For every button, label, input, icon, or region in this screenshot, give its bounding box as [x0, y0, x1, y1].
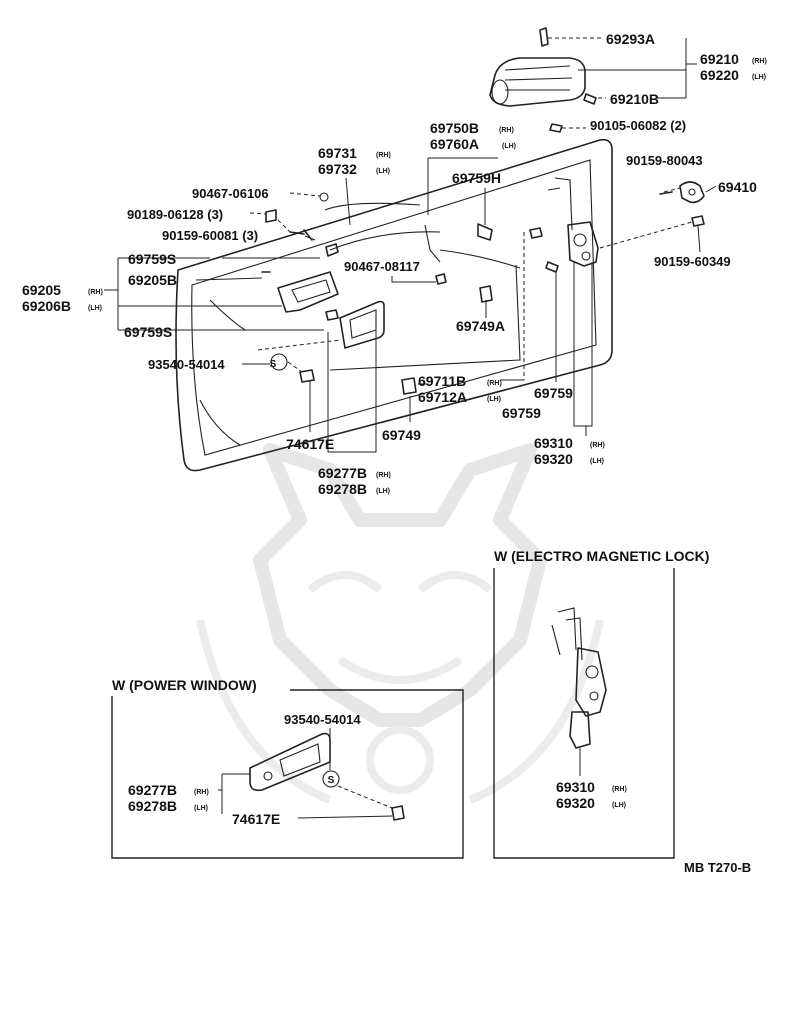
- label-69320: 69320: [534, 451, 573, 467]
- inset-label-74617E: 74617E: [232, 811, 280, 827]
- label-90159-60081: 90159-60081 (3): [162, 228, 258, 243]
- side-tag: (RH): [752, 58, 767, 65]
- side-tag: (RH): [590, 442, 605, 449]
- side-tag: (LH): [752, 74, 766, 81]
- side-tag: (LH): [376, 168, 390, 175]
- label-69293A: 69293A: [606, 31, 655, 47]
- label-90467-06106: 90467-06106: [192, 186, 269, 201]
- drawing-code: MB T270-B: [684, 860, 751, 875]
- side-tag: (RH): [376, 152, 391, 159]
- label-69759S-lower: 69759S: [124, 324, 172, 340]
- inset-title-power-window: W (POWER WINDOW): [112, 677, 257, 693]
- side-tag: (LH): [194, 805, 208, 812]
- label-69749A: 69749A: [456, 318, 505, 334]
- outside-handle-icon: [489, 27, 597, 133]
- label-69278B: 69278B: [318, 481, 367, 497]
- electro-door-lock-icon: [551, 607, 607, 749]
- inset-electro-magnetic-lock: W (ELECTRO MAGNETIC LOCK) 69310 (RH) 693…: [493, 548, 709, 859]
- label-69205B: 69205B: [128, 272, 177, 288]
- door-lock-rods: [324, 177, 573, 371]
- label-69205: 69205: [22, 282, 61, 298]
- label-90467-08117: 90467-08117: [344, 259, 420, 274]
- label-69760A: 69760A: [430, 136, 479, 152]
- label-69759S-upper: 69759S: [128, 251, 176, 267]
- label-69731: 69731: [318, 145, 357, 161]
- side-tag: (LH): [590, 458, 604, 465]
- door-lock-icon: [567, 221, 599, 267]
- side-tag: (LH): [612, 802, 626, 809]
- label-69310: 69310: [534, 435, 573, 451]
- inset-label-69277B: 69277B: [128, 782, 177, 798]
- side-tag: (RH): [612, 786, 627, 793]
- label-69750B: 69750B: [430, 120, 479, 136]
- side-tag: (RH): [194, 789, 209, 796]
- label-69712A: 69712A: [418, 389, 467, 405]
- label-90159-80043: 90159-80043: [626, 153, 703, 168]
- label-69220: 69220: [700, 67, 739, 83]
- label-69210B: 69210B: [610, 91, 659, 107]
- inset-power-window: W (POWER WINDOW) S 93540-54014 69277B (R…: [111, 677, 464, 859]
- label-69759H: 69759H: [452, 170, 501, 186]
- label-69410: 69410: [718, 179, 757, 195]
- inset-label-69320: 69320: [556, 795, 595, 811]
- door-panel: [175, 138, 613, 472]
- label-90189-06128: 90189-06128 (3): [127, 207, 223, 222]
- side-tag: (LH): [376, 488, 390, 495]
- label-69732: 69732: [318, 161, 357, 177]
- inset-label-69310: 69310: [556, 779, 595, 795]
- inset-label-69278B: 69278B: [128, 798, 177, 814]
- side-tag: (LH): [487, 396, 501, 403]
- label-90105-06082: 90105-06082 (2): [590, 118, 686, 133]
- label-69759-upper: 69759: [534, 385, 573, 401]
- leader-lines: [104, 37, 717, 453]
- striker-icon: [659, 181, 705, 204]
- inset-title-electro-magnetic-lock: W (ELECTRO MAGNETIC LOCK): [494, 548, 709, 564]
- inset-label-93540-54014: 93540-54014: [284, 712, 361, 727]
- label-69749: 69749: [382, 427, 421, 443]
- watermark-emblem-icon: [196, 443, 604, 804]
- side-tag: (RH): [376, 472, 391, 479]
- part-labels: 69293A 69210 (RH) 69220 (LH) 69210B 9010…: [22, 31, 767, 497]
- label-69759-lower: 69759: [502, 405, 541, 421]
- side-tag: (LH): [88, 305, 102, 312]
- clip-symbol-icon: S: [270, 359, 277, 370]
- side-tag: (RH): [499, 127, 514, 134]
- clip-symbol-icon-inset: S: [328, 775, 335, 786]
- label-69277B: 69277B: [318, 465, 367, 481]
- label-93540-54014: 93540-54014: [148, 357, 225, 372]
- side-tag: (RH): [88, 289, 103, 296]
- label-74617E: 74617E: [286, 436, 334, 452]
- inside-handle-bezel-icon: [339, 300, 385, 349]
- side-tag: (LH): [502, 143, 516, 150]
- label-69206B: 69206B: [22, 298, 71, 314]
- label-69210: 69210: [700, 51, 739, 67]
- fasteners: [261, 192, 705, 395]
- label-90159-60349: 90159-60349: [654, 254, 731, 269]
- side-tag: (RH): [487, 380, 502, 387]
- inside-handle-icon: [277, 271, 339, 313]
- label-69711B: 69711B: [418, 373, 466, 389]
